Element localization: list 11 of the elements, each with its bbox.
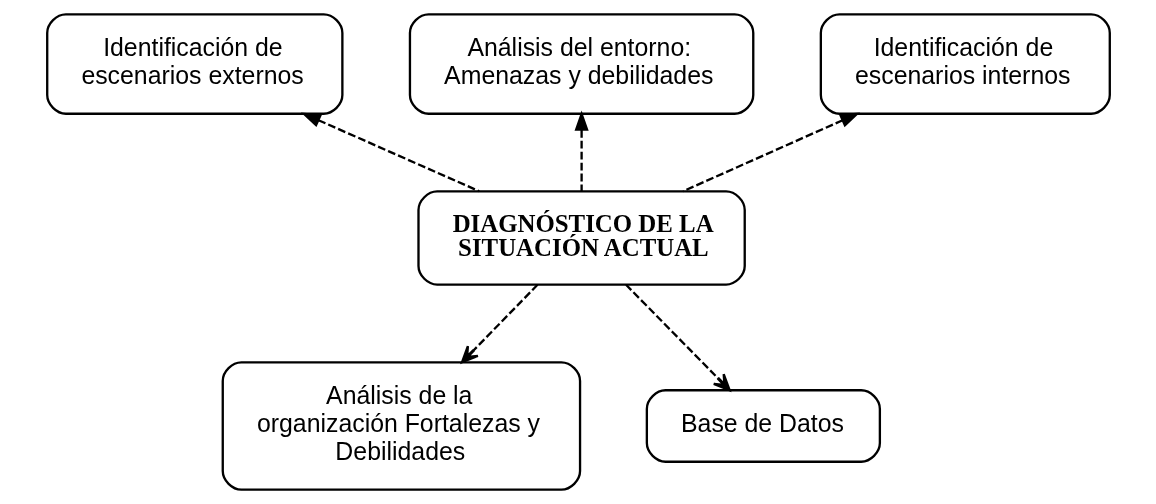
arrow <box>682 112 860 193</box>
node-box: Identificación de escenarios internos <box>819 13 1111 115</box>
arrow <box>460 283 538 364</box>
node-box: Análisis del entorno: Amenazas y debilidades <box>408 13 754 115</box>
node-box: Análisis de la organización Fortalezas y Debilidades <box>221 361 581 491</box>
arrow <box>300 112 480 193</box>
arrow <box>574 110 589 192</box>
node-box: DIAGNÓSTICO DE LA SITUACIÓN ACTUAL <box>416 190 746 286</box>
arrow <box>624 283 731 392</box>
node-box: Identificación de escenarios externos <box>45 13 344 115</box>
node-box: Base de Datos <box>645 389 881 463</box>
